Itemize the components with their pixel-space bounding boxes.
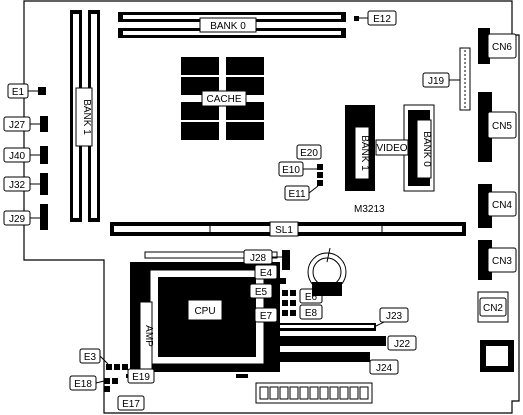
- e10-label: E10: [282, 165, 300, 176]
- battery: [307, 247, 347, 296]
- cn4-label: CN4: [492, 200, 512, 211]
- connectors: CN6 CN5 CN4 CN3 CN2: [477, 28, 517, 372]
- bank0-label: BANK 0: [210, 21, 246, 32]
- cn3-label: CN3: [492, 256, 512, 267]
- video-memory: BANK 1 BANK 0 VIDEO: [345, 104, 435, 192]
- e7-label: E7: [260, 311, 273, 322]
- e12-label: E12: [373, 14, 391, 25]
- e17-label: E17: [122, 399, 140, 410]
- e11-label: E11: [288, 189, 305, 200]
- e4-label: E4: [260, 268, 273, 279]
- video-bank0-label: BANK 0: [421, 131, 432, 167]
- cpu-jumpers: J28 E4 E5 E6 E7 E8: [243, 249, 323, 323]
- j19-header: J19: [422, 47, 471, 111]
- bottom-headers: J23 J22 J24: [278, 307, 417, 375]
- cn6-label: CN6: [492, 42, 512, 53]
- e19-label: E19: [132, 372, 150, 383]
- bank0-simm-slots: BANK 0: [118, 12, 346, 38]
- cache-chips: CACHE: [181, 57, 264, 140]
- j28-label: J28: [250, 253, 267, 264]
- j24-label: J24: [376, 363, 393, 374]
- board-outline: [23, 0, 520, 414]
- j27-label: J27: [9, 120, 26, 131]
- cn2-label: CN2: [483, 303, 503, 314]
- e5-label: E5: [255, 287, 268, 298]
- bank1-label: BANK 1: [81, 99, 92, 135]
- video-bank1-label: BANK 1: [359, 135, 370, 171]
- cpu-label: CPU: [194, 306, 215, 317]
- e1-label: E1: [12, 87, 25, 98]
- j22-label: J22: [394, 339, 411, 350]
- power-connector: [255, 382, 373, 404]
- e6-label: E6: [305, 292, 318, 303]
- bank1-simm-slots: BANK 1: [70, 10, 100, 222]
- board-id: M3213: [354, 204, 385, 215]
- jumper-e12: E12: [354, 10, 397, 26]
- left-jumpers: E1 J27 J40 J32 J29: [3, 83, 48, 230]
- center-jumpers: E20 E10 E11: [278, 144, 323, 201]
- j19-label: J19: [428, 76, 445, 87]
- sl1-slot: SL1: [110, 221, 466, 237]
- cache-label: CACHE: [206, 94, 241, 105]
- cn5-label: CN5: [492, 121, 512, 132]
- e3-label: E3: [84, 352, 97, 363]
- j23-label: J23: [386, 311, 403, 322]
- e18-label: E18: [74, 379, 92, 390]
- e8-label: E8: [305, 308, 318, 319]
- e20-label: E20: [300, 148, 318, 159]
- amp-label: AMP: [143, 325, 154, 347]
- bottom-left-jumpers: E3 E19 E18 E17: [69, 348, 155, 411]
- j29-label: J29: [9, 214, 26, 225]
- sl1-label: SL1: [275, 225, 293, 236]
- j32-label: J32: [9, 180, 26, 191]
- video-label: VIDEO: [376, 143, 407, 154]
- j40-label: J40: [9, 151, 26, 162]
